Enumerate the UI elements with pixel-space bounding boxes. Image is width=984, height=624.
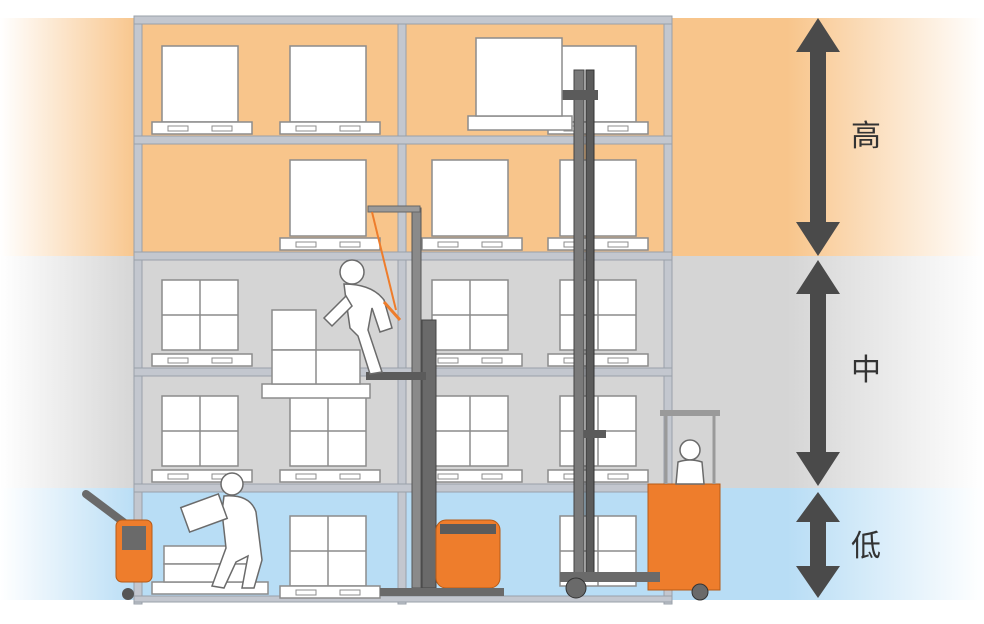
reach-truck-icon [467, 37, 721, 601]
double-arrow-icon [796, 18, 840, 598]
order-picker-icon [261, 205, 504, 596]
zone-label-high: 高 [851, 119, 881, 154]
worker-icon [179, 472, 263, 589]
zone-label-low: 低 [851, 529, 881, 564]
worker-icon [322, 259, 402, 375]
zone-label-mid: 中 [851, 353, 881, 388]
storage-rack [133, 15, 673, 605]
